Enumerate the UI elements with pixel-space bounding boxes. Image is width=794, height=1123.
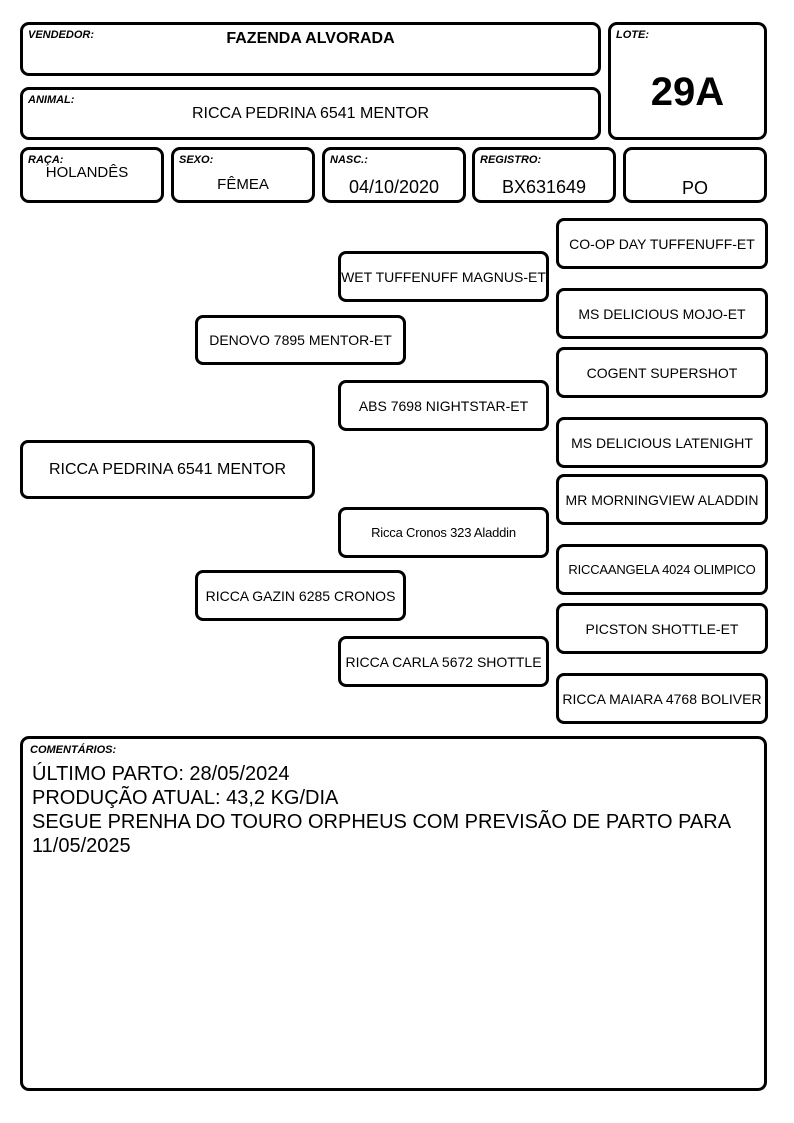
pedigree-ggp-7: PICSTON SHOTTLE-ET <box>556 603 768 654</box>
sexo-label: SEXO: <box>179 154 214 166</box>
vendedor-value: FAZENDA ALVORADA <box>226 30 395 47</box>
comments-text: ÚLTIMO PARTO: 28/05/2024 PRODUÇÃO ATUAL:… <box>32 762 756 858</box>
pedigree-dam-sire: Ricca Cronos 323 Aladdin <box>338 507 549 558</box>
sexo-box: SEXO: FÊMEA <box>171 147 315 203</box>
pedigree-ggp-6: RICCAANGELA 4024 OLIMPICO <box>556 544 768 595</box>
lote-box: LOTE: 29A <box>608 22 767 140</box>
lote-label: LOTE: <box>616 29 649 41</box>
sexo-value: FÊMEA <box>217 176 269 193</box>
pedigree-animal: RICCA PEDRINA 6541 MENTOR <box>20 440 315 499</box>
vendedor-label: VENDEDOR: <box>28 29 95 41</box>
comment-line: ÚLTIMO PARTO: 28/05/2024 <box>32 763 290 785</box>
nasc-value: 04/10/2020 <box>348 177 440 197</box>
registro-label: REGISTRO: <box>480 154 542 166</box>
pedigree-ggp-5: MR MORNINGVIEW ALADDIN <box>556 474 768 525</box>
grau-box: PO <box>623 147 767 203</box>
raca-box: RAÇA: HOLANDÊS <box>20 147 164 203</box>
pedigree-sire-dam: ABS 7698 NIGHTSTAR-ET <box>338 380 549 431</box>
comment-line: SEGUE PRENHA DO TOURO ORPHEUS COM PREVIS… <box>32 811 730 857</box>
animal-label: ANIMAL: <box>28 94 75 106</box>
nasc-label: NASC.: <box>330 154 368 166</box>
pedigree-ggp-8: RICCA MAIARA 4768 BOLIVER <box>556 673 768 724</box>
comments-label: COMENTÁRIOS: <box>30 744 117 756</box>
pedigree-dam-dam: RICCA CARLA 5672 SHOTTLE <box>338 636 549 687</box>
raca-value: HOLANDÊS <box>45 164 129 181</box>
pedigree-dam: RICCA GAZIN 6285 CRONOS <box>195 570 406 621</box>
pedigree-ggp-3: COGENT SUPERSHOT <box>556 347 768 398</box>
registro-value: BX631649 <box>501 177 587 197</box>
pedigree-sire-sire: WET TUFFENUFF MAGNUS-ET <box>338 251 549 302</box>
animal-box: ANIMAL: RICCA PEDRINA 6541 MENTOR <box>20 87 601 140</box>
vendedor-box: VENDEDOR: FAZENDA ALVORADA <box>20 22 601 76</box>
lote-value: 29A <box>650 70 725 114</box>
pedigree-sire: DENOVO 7895 MENTOR-ET <box>195 315 406 365</box>
pedigree-ggp-2: MS DELICIOUS MOJO-ET <box>556 288 768 339</box>
animal-value: RICCA PEDRINA 6541 MENTOR <box>191 105 430 122</box>
pedigree-ggp-4: MS DELICIOUS LATENIGHT <box>556 417 768 468</box>
registro-box: REGISTRO: BX631649 <box>472 147 616 203</box>
comments-box: COMENTÁRIOS: ÚLTIMO PARTO: 28/05/2024 PR… <box>20 736 767 1091</box>
comment-line: PRODUÇÃO ATUAL: 43,2 KG/DIA <box>32 787 339 809</box>
nasc-box: NASC.: 04/10/2020 <box>322 147 466 203</box>
grau-value: PO <box>681 178 708 198</box>
raca-label: RAÇA: <box>28 154 64 166</box>
pedigree-ggp-1: CO-OP DAY TUFFENUFF-ET <box>556 218 768 269</box>
